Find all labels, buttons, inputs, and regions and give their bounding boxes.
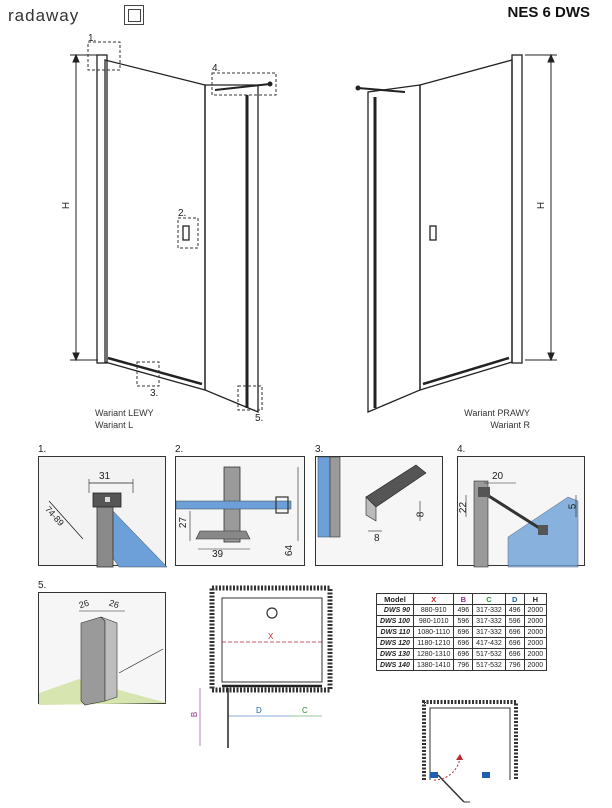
callout-4-label: 4. [212, 63, 221, 74]
callout-3-label: 3. [150, 388, 159, 399]
detail-2-number: 2. [175, 444, 184, 455]
header-x: X [412, 593, 455, 605]
height-label-right: H [536, 201, 548, 210]
header-b: B [453, 593, 474, 605]
callout-1-label: 1. [88, 33, 97, 44]
plan-d-label: D [256, 706, 262, 715]
detail-3-panel: 8 8 [315, 456, 443, 566]
detail-4-panel: 20 22 5 [457, 456, 585, 568]
callout-2-label: 2. [178, 208, 187, 219]
door-swing-diagram [420, 698, 520, 804]
detail-2-dim-c: 64 [284, 544, 296, 557]
detail-1-number: 1. [38, 444, 47, 455]
detail-2-dim-b: 39 [212, 549, 224, 560]
header-h: H [523, 593, 548, 605]
plan-c-label: C [302, 706, 308, 715]
detail-4-dim-c: 5 [567, 503, 579, 510]
plan-view: X B D C [190, 585, 340, 753]
detail-2-dim-a: 27 [178, 516, 190, 529]
detail-3-number: 3. [315, 444, 324, 455]
detail-1-dim-top: 31 [99, 471, 111, 482]
brand-logo-text: radaway [8, 6, 80, 25]
plan-x-label: X [268, 632, 274, 641]
model-title: NES 6 DWS [507, 4, 590, 21]
plan-b-label: B [190, 711, 200, 718]
detail-3-dim-a: 8 [415, 511, 427, 518]
header-c: C [472, 593, 506, 605]
variant-right-label: Wariant PRAWY Wariant R [464, 408, 530, 430]
variant-left-label: Wariant LEWY Wariant L [95, 408, 154, 430]
detail-4-dim-b: 22 [458, 501, 470, 514]
spec-table-header: Model X B C D H [376, 593, 548, 605]
detail-4-dim-a: 20 [492, 471, 504, 482]
detail-5-number: 5. [38, 580, 47, 591]
brand-logo-icon [124, 5, 144, 25]
callout-5-label: 5. [255, 413, 264, 424]
detail-1-panel: 31 74-89 [38, 456, 168, 568]
header-model: Model [376, 593, 414, 605]
detail-5-panel: 26 26 [38, 592, 167, 706]
height-label-left: H [61, 201, 73, 210]
detail-4-number: 4. [457, 444, 466, 455]
detail-3-dim-b: 8 [374, 533, 380, 544]
detail-2-panel: 27 39 64 [175, 456, 305, 566]
header-d: D [504, 593, 525, 605]
